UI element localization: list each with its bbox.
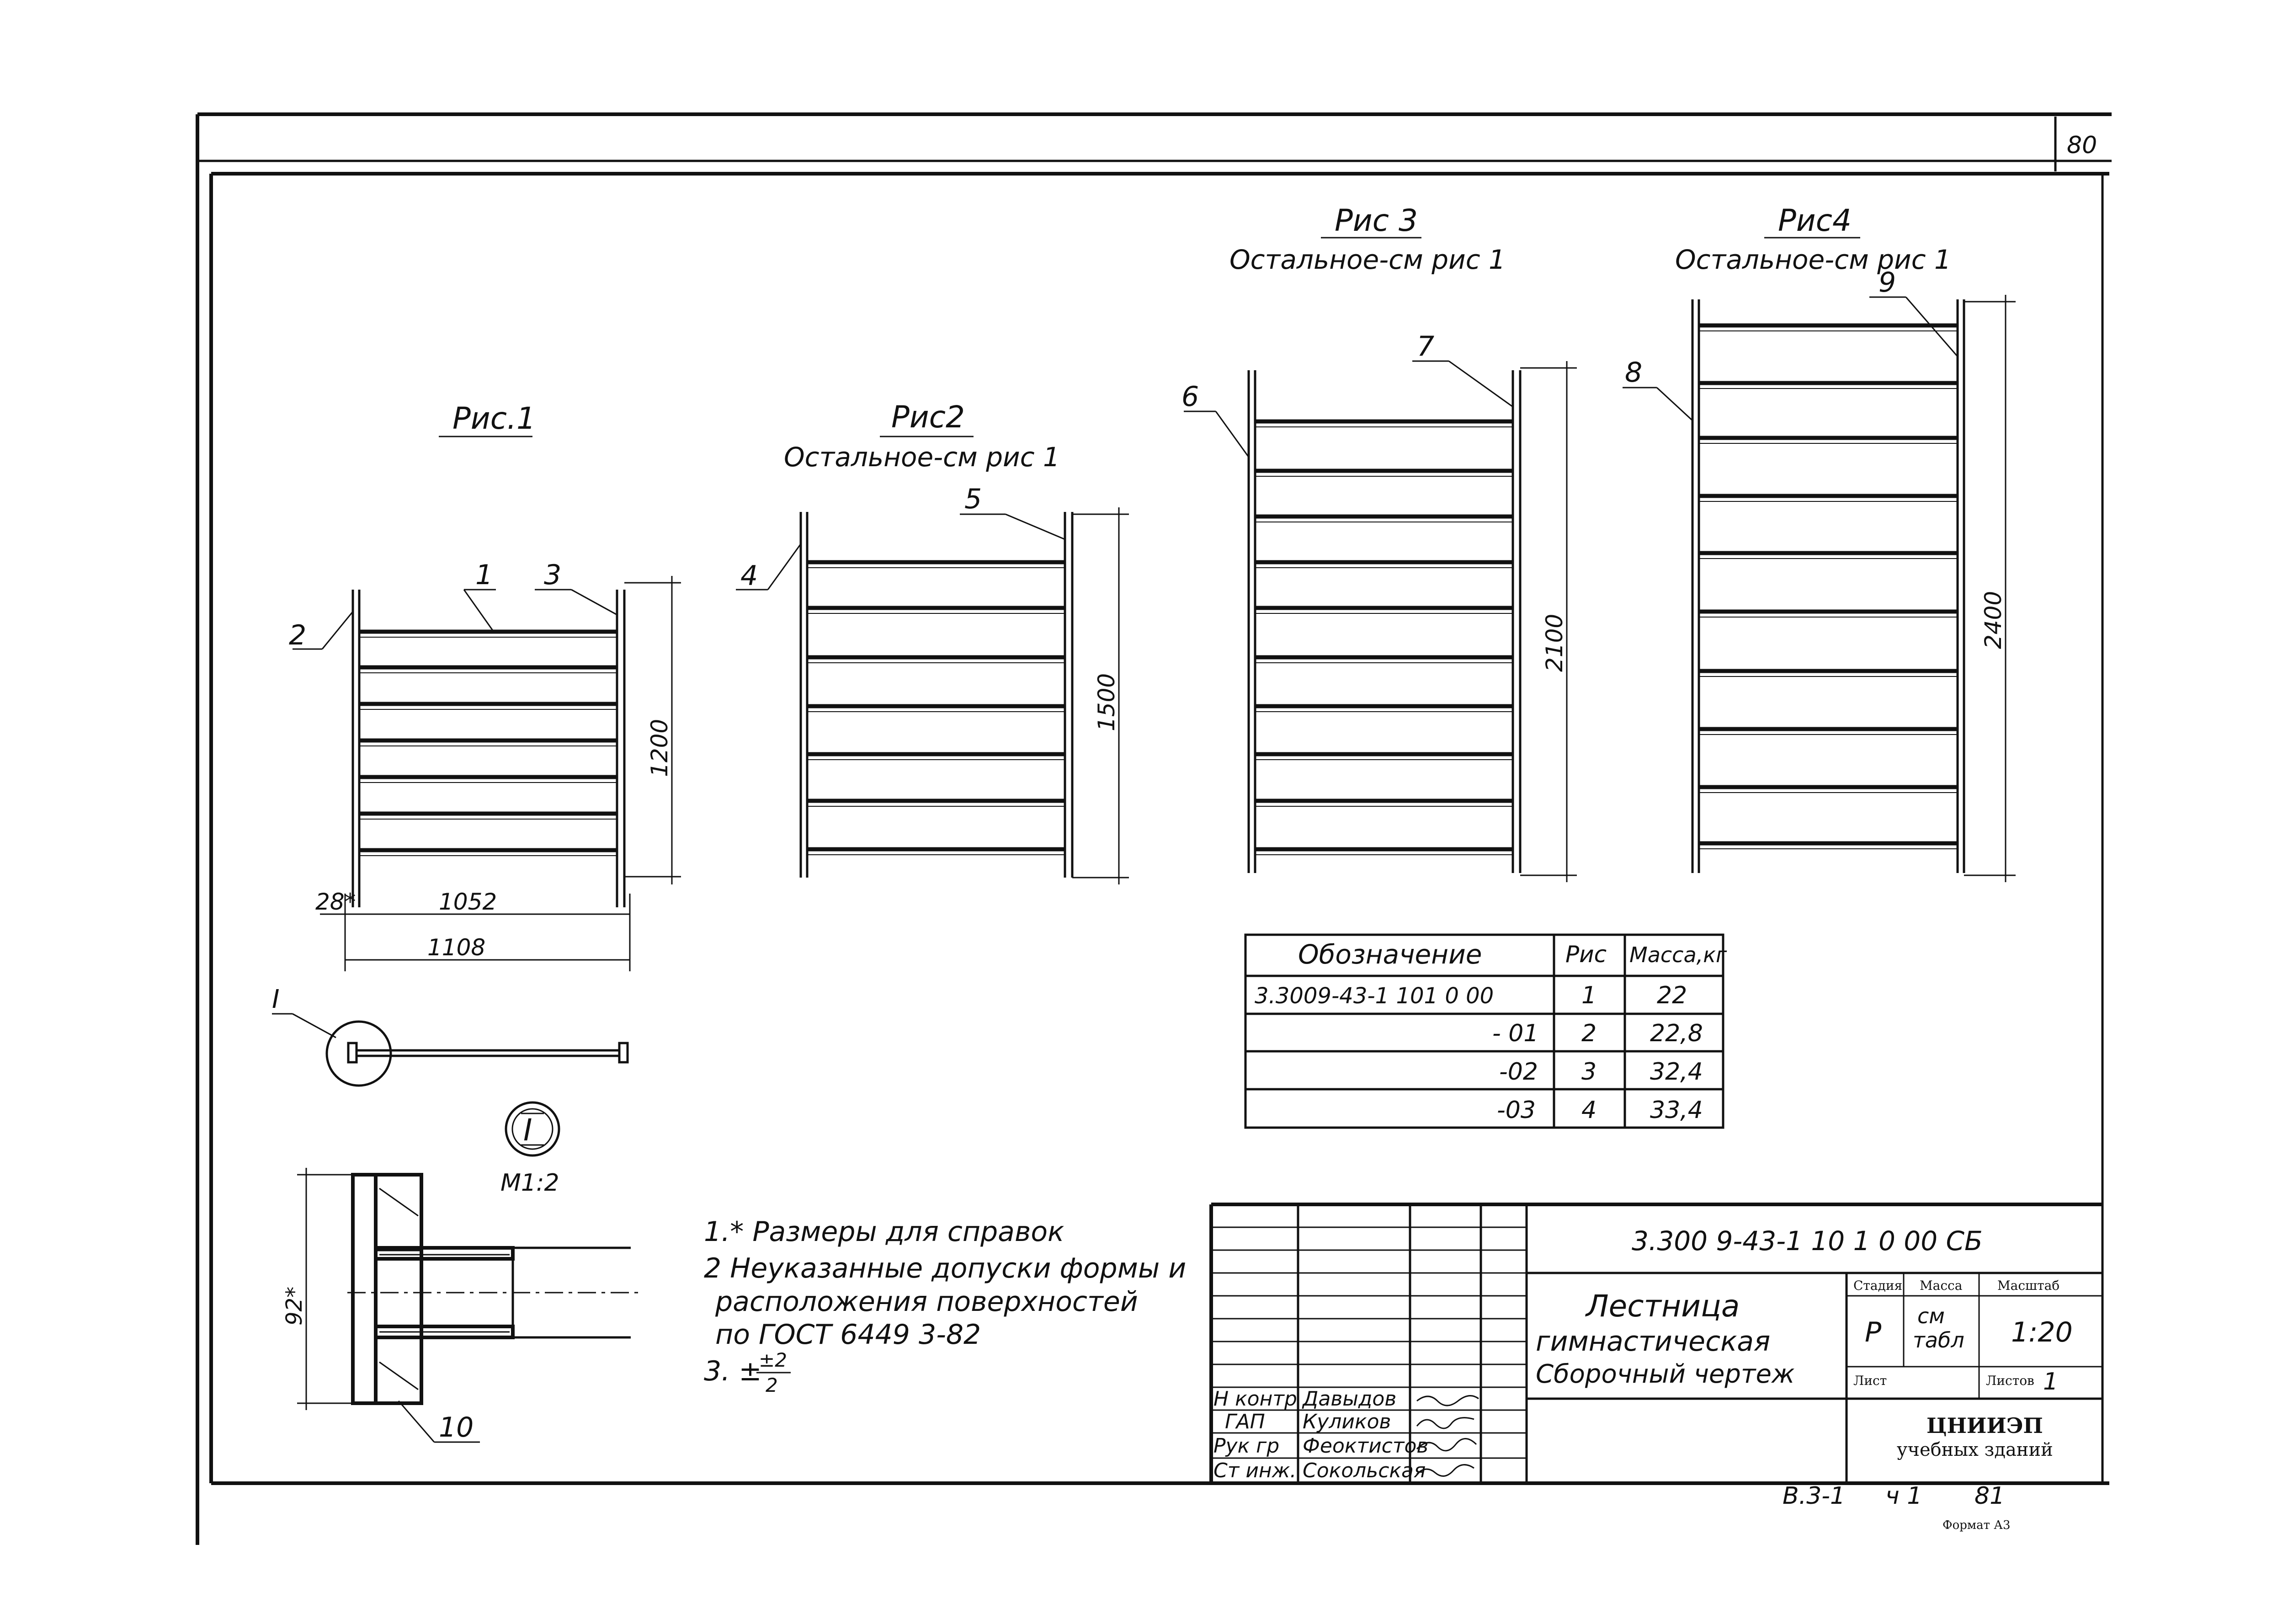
leader-1: 1 <box>475 559 493 591</box>
sheet-frame <box>196 112 2112 1545</box>
leader-3: 3 <box>544 559 561 591</box>
figure-2-note: Остальное-см рис 1 <box>784 442 1060 473</box>
staff-name-3: Феоктистов <box>1303 1434 1428 1458</box>
staff-name-1: Давыдов <box>1302 1387 1396 1411</box>
spec-row-3-mass: 32,4 <box>1650 1058 1703 1086</box>
spec-header-designation: Обозначение <box>1298 939 1482 970</box>
signature-1 <box>1416 1395 1479 1406</box>
doc-name-line2: гимнастическая <box>1536 1326 1770 1358</box>
ladder-figure-3: Рис 3 Остальное-см рис 1 2100 6 7 <box>1181 203 1577 882</box>
dim-1108: 1108 <box>427 934 485 961</box>
spec-header-mass: Масса,кг <box>1629 942 1727 967</box>
sheets-count: 1 <box>2043 1368 2058 1395</box>
ladder-figure-1: Рис.1 1200 2 1 3 28* 1052 <box>289 401 681 971</box>
footer-page: 81 <box>1974 1482 2005 1510</box>
org-line1: ЦНИИЭП <box>1926 1413 2043 1438</box>
leader-10: 10 <box>439 1411 474 1443</box>
staff-name-2: Куликов <box>1303 1410 1391 1433</box>
scale-header: Масштаб <box>1997 1278 2059 1293</box>
sheets-label: Листов <box>1986 1373 2034 1388</box>
signature-2 <box>1416 1417 1474 1429</box>
callout-label: I <box>272 985 280 1014</box>
sheet-label: Лист <box>1853 1373 1887 1388</box>
scale-value: 1:20 <box>2011 1316 2073 1348</box>
spec-row-2-fig: 2 <box>1581 1020 1597 1047</box>
leader-8: 8 <box>1625 357 1642 389</box>
sheet-number: 80 <box>2067 132 2097 159</box>
footer-volume: ч 1 <box>1885 1482 1922 1510</box>
figure-3-title: Рис 3 <box>1335 203 1418 238</box>
staff-role-1: Н контр <box>1213 1387 1297 1411</box>
figure-4-note: Остальное-см рис 1 <box>1675 244 1951 275</box>
leader-7: 7 <box>1417 330 1434 362</box>
section-height-dim: 92* <box>282 1287 307 1326</box>
dim-28: 28* <box>315 889 356 915</box>
ladder-figure-4: Рис4 Остальное-см рис 1 2400 8 9 <box>1623 203 2016 882</box>
leader-9: 9 <box>1879 266 1896 298</box>
section-view: I М1:2 92* 10 <box>282 1101 640 1443</box>
ladder-figure-2: Рис2 Остальное-см рис 1 1500 4 5 <box>736 399 1129 884</box>
note-3-top: ±2 <box>759 1349 787 1371</box>
figure-2-height-dim: 1500 <box>1093 673 1120 731</box>
figure-4-height-dim: 2400 <box>1980 591 2006 649</box>
spec-header-fig: Рис <box>1565 941 1607 968</box>
title-block: 3.300 9-43-1 10 1 0 00 СБ Лестница гимна… <box>1209 1203 2102 1483</box>
spec-row-1-fig: 1 <box>1581 982 1597 1009</box>
figure-2-title: Рис2 <box>891 399 965 435</box>
stage-value: Р <box>1865 1316 1882 1348</box>
footer: В.3-1 ч 1 81 Формат А3 <box>1783 1482 2010 1532</box>
spec-row-1-designation: 3.3009-43-1 101 0 00 <box>1255 983 1494 1009</box>
figure-1-title: Рис.1 <box>452 401 536 436</box>
spec-row-4-fig: 4 <box>1581 1097 1597 1124</box>
doc-code: 3.300 9-43-1 10 1 0 00 СБ <box>1632 1225 1983 1257</box>
spec-row-2-designation: - 01 <box>1492 1020 1538 1047</box>
spec-table: Обозначение Рис Масса,кг 3.3009-43-1 101… <box>1244 933 1727 1129</box>
spec-row-3-designation: -02 <box>1499 1058 1538 1086</box>
note-3-bottom: 2 <box>766 1374 778 1396</box>
note-2b: расположения поверхностей <box>715 1286 1138 1318</box>
leader-6: 6 <box>1181 381 1199 413</box>
spec-row-4-designation: -03 <box>1497 1097 1536 1124</box>
figure-2-rungs <box>807 560 1065 855</box>
staff-name-4: Сокольская <box>1303 1459 1426 1482</box>
section-view-label: I <box>523 1113 532 1148</box>
staff-role-3: Рук гр <box>1213 1434 1279 1458</box>
figure-3-rungs <box>1255 419 1513 855</box>
mass-header: Масса <box>1920 1278 1962 1293</box>
note-2a: 2 Неуказанные допуски формы и <box>704 1252 1186 1284</box>
mass-value-line2: табл <box>1913 1328 1964 1352</box>
note-1: 1.* Размеры для справок <box>704 1216 1064 1248</box>
staff-role-4: Ст инж. <box>1213 1459 1296 1482</box>
figure-4-title: Рис4 <box>1778 203 1852 238</box>
org-line2: учебных зданий <box>1897 1439 2053 1460</box>
leader-5: 5 <box>964 483 982 515</box>
footer-format: Формат А3 <box>1942 1518 2010 1532</box>
mass-value-line1: см <box>1917 1304 1945 1328</box>
notes: 1.* Размеры для справок 2 Неуказанные до… <box>704 1216 1186 1396</box>
section-callout: I <box>272 985 629 1087</box>
spec-row-2-mass: 22,8 <box>1650 1020 1703 1047</box>
leader-4: 4 <box>740 560 758 592</box>
dim-1052: 1052 <box>439 889 497 915</box>
signature-4 <box>1416 1464 1474 1477</box>
note-2c: по ГОСТ 6449 3-82 <box>715 1319 981 1351</box>
signature-3 <box>1416 1438 1477 1452</box>
doc-name-line3: Сборочный чертеж <box>1536 1359 1794 1389</box>
figure-1-height-dim: 1200 <box>646 719 673 777</box>
staff-role-2: ГАП <box>1225 1410 1265 1433</box>
spec-row-4-mass: 33,4 <box>1650 1097 1703 1124</box>
figure-3-note: Остальное-см рис 1 <box>1229 244 1506 275</box>
figure-4-rungs <box>1699 323 1958 849</box>
figure-3-height-dim: 2100 <box>1541 614 1568 672</box>
figure-1-rungs <box>359 629 617 856</box>
note-3: 3. ± <box>704 1355 762 1387</box>
spec-row-1-mass: 22 <box>1657 982 1687 1009</box>
spec-row-3-fig: 3 <box>1581 1058 1597 1086</box>
leader-2: 2 <box>289 619 306 651</box>
section-view-scale: М1:2 <box>500 1169 559 1197</box>
doc-name-line1: Лестница <box>1585 1289 1740 1324</box>
stage-header: Стадия <box>1853 1278 1902 1293</box>
footer-series: В.3-1 <box>1783 1482 1845 1510</box>
